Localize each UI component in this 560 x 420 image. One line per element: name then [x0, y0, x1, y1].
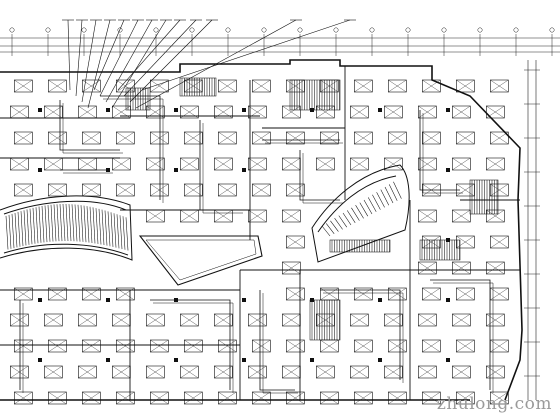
left-atrium	[0, 195, 133, 261]
central-void	[138, 235, 263, 286]
structural-columns	[38, 108, 450, 362]
diffuser-boxes	[10, 79, 509, 405]
right-atrium-hatch	[321, 181, 402, 237]
right-dimension-lines	[527, 60, 537, 400]
watermark: zhulong.com	[436, 394, 552, 414]
top-dimension-lines	[0, 37, 560, 53]
grid-ticks	[9, 27, 555, 56]
building-outline	[0, 59, 523, 401]
right-ticks	[524, 69, 540, 377]
atrium-hatch	[5, 203, 129, 251]
annotation-leaders	[62, 19, 356, 109]
